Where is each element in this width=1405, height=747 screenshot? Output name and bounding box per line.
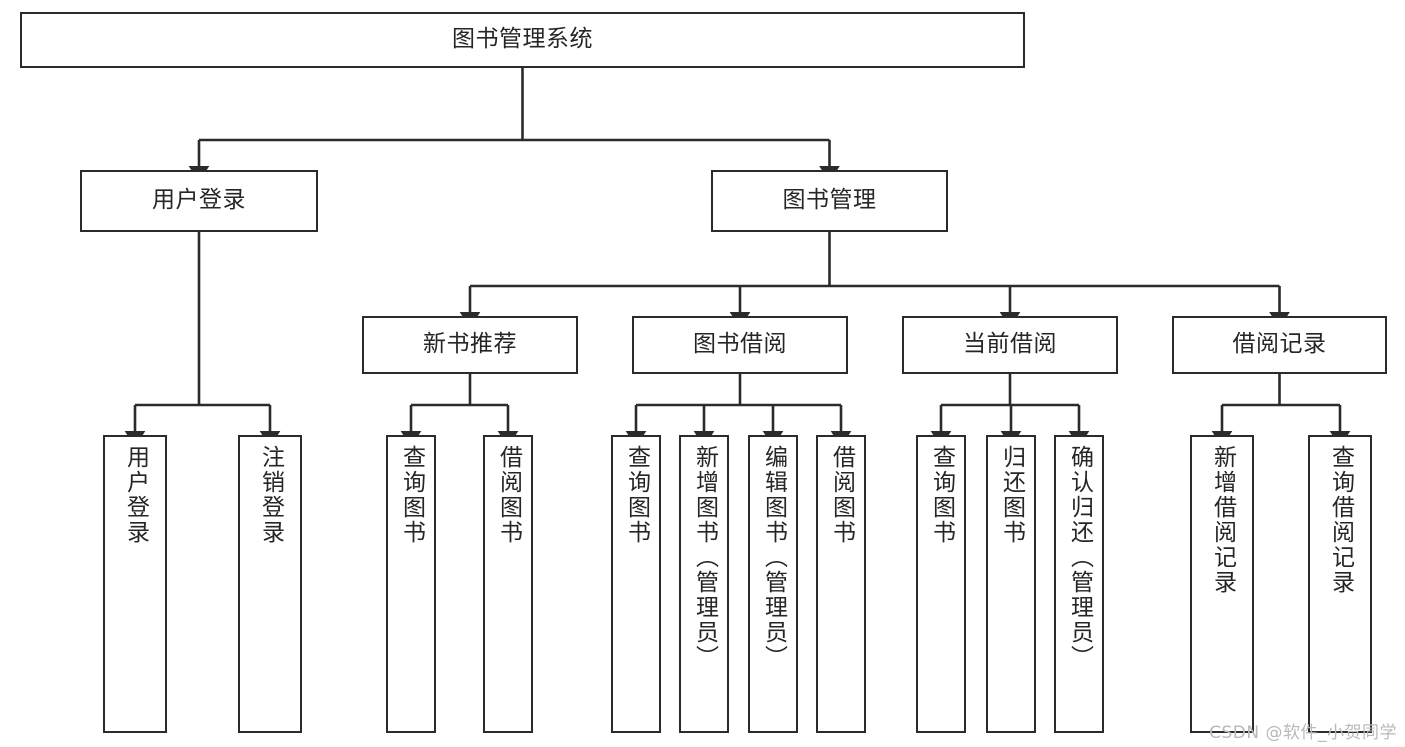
node-label: 图书管理系统: [452, 26, 593, 53]
node-label: 用户登录: [122, 445, 149, 545]
node-label: 借阅图书: [495, 445, 522, 545]
node-leaf-rec-search[interactable]: 查询借阅记录: [1308, 435, 1372, 733]
node-leaf-borrow-query[interactable]: 查询图书: [611, 435, 661, 733]
node-label: 借阅记录: [1232, 331, 1327, 358]
node-leaf-book-edit[interactable]: 编辑图书（管理员）: [748, 435, 798, 733]
node-label: 注销登录: [257, 445, 284, 545]
node-leaf-rec-query[interactable]: 查询图书: [386, 435, 436, 733]
node-leaf-user-login[interactable]: 用户登录: [103, 435, 167, 733]
node-leaf-book-add[interactable]: 新增图书（管理员）: [679, 435, 729, 733]
node-label: 新增图书（管理员）: [691, 445, 718, 670]
node-label: 确认归还（管理员）: [1066, 445, 1093, 670]
node-label: 当前借阅: [963, 331, 1057, 358]
node-label: 新增借阅记录: [1209, 445, 1236, 595]
node-label: 新书推荐: [423, 331, 517, 358]
node-label: 查询图书: [398, 445, 425, 545]
node-label: 图书借阅: [693, 331, 787, 358]
node-leaf-book-lend[interactable]: 借阅图书: [816, 435, 866, 733]
node-leaf-rec-add[interactable]: 新增借阅记录: [1190, 435, 1254, 733]
node-leaf-cur-confirm[interactable]: 确认归还（管理员）: [1054, 435, 1104, 733]
node-label: 查询借阅记录: [1327, 445, 1354, 595]
node-label: 借阅图书: [828, 445, 855, 545]
node-label: 用户登录: [152, 187, 246, 214]
csdn-watermark: CSDN @软件_小贺同学: [1209, 723, 1397, 743]
node-borrow-record[interactable]: 借阅记录: [1172, 316, 1387, 374]
node-current-borrow[interactable]: 当前借阅: [902, 316, 1118, 374]
node-leaf-cur-return[interactable]: 归还图书: [986, 435, 1036, 733]
node-root[interactable]: 图书管理系统: [20, 12, 1025, 68]
node-new-book-rec[interactable]: 新书推荐: [362, 316, 578, 374]
node-label: 编辑图书（管理员）: [760, 445, 787, 670]
node-leaf-cur-query[interactable]: 查询图书: [916, 435, 966, 733]
node-leaf-logout[interactable]: 注销登录: [238, 435, 302, 733]
node-label: 图书管理: [782, 187, 877, 214]
node-label: 查询图书: [623, 445, 650, 545]
node-book-manage[interactable]: 图书管理: [711, 170, 948, 232]
node-book-borrow[interactable]: 图书借阅: [632, 316, 848, 374]
node-label: 查询图书: [928, 445, 955, 545]
node-label: 归还图书: [998, 445, 1025, 545]
node-leaf-rec-borrow[interactable]: 借阅图书: [483, 435, 533, 733]
node-user-login[interactable]: 用户登录: [80, 170, 318, 232]
